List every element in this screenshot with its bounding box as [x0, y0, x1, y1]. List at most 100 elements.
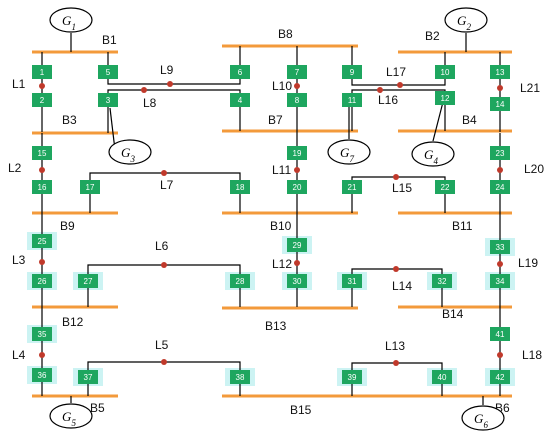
- line-3-4: [107, 89, 241, 100]
- node-10: 10: [435, 65, 455, 79]
- node-22: 22: [435, 180, 455, 194]
- line-label-L11: L11: [272, 163, 291, 177]
- line-label-L3: L3: [12, 253, 26, 267]
- node-label: 9: [350, 68, 355, 77]
- line-label-L5: L5: [155, 338, 169, 352]
- node-label: 21: [348, 183, 357, 192]
- node-box: [78, 274, 98, 288]
- node-label: 22: [441, 183, 450, 192]
- node-29: 29: [287, 238, 307, 252]
- breaker-L17: [397, 82, 403, 88]
- node-label: 34: [496, 277, 505, 286]
- node-3: 3: [98, 93, 118, 107]
- bus-B12-label: B12: [62, 315, 84, 329]
- generator-label: G7: [340, 145, 354, 164]
- node-box: [287, 274, 307, 288]
- node-box: [78, 370, 98, 384]
- node-box: [230, 65, 250, 79]
- node-label: 31: [348, 277, 357, 286]
- node-28: 28: [230, 274, 250, 288]
- bus-B15-label: B15: [290, 403, 312, 417]
- node-label: 15: [38, 149, 47, 158]
- node-box: [32, 146, 52, 160]
- node-2: 2: [32, 93, 52, 107]
- node-27: 27: [78, 274, 98, 288]
- bus-B10-label: B10: [270, 219, 292, 233]
- node-box: [490, 240, 510, 254]
- node-7: 7: [287, 65, 307, 79]
- node-box: [435, 180, 455, 194]
- node-label: 1: [40, 68, 45, 77]
- line-11-12: [351, 89, 446, 100]
- line-label-L8: L8: [143, 96, 157, 110]
- node-box: [342, 93, 362, 107]
- generator-G7: G7: [327, 139, 371, 165]
- node-box: [342, 180, 362, 194]
- generator-label: G1: [62, 13, 76, 32]
- node-label: 2: [40, 96, 45, 105]
- node-label: 32: [438, 277, 447, 286]
- breaker-L1: [39, 83, 45, 89]
- node-40: 40: [432, 370, 452, 384]
- node-label: 41: [496, 330, 505, 339]
- node-32: 32: [432, 274, 452, 288]
- node-38: 38: [230, 370, 250, 384]
- node-17: 17: [80, 180, 100, 194]
- line-label-L21: L21: [520, 81, 540, 95]
- node-6: 6: [230, 65, 250, 79]
- generator-circle: [49, 403, 93, 429]
- generator-G2: G2: [444, 7, 488, 33]
- node-label: 38: [236, 373, 245, 382]
- generator-circle: [461, 405, 505, 431]
- node-4: 4: [230, 93, 250, 107]
- generator-circle: [49, 7, 93, 33]
- node-21: 21: [342, 180, 362, 194]
- node-box: [490, 146, 510, 160]
- line-label-L4: L4: [12, 348, 26, 362]
- node-box: [287, 93, 307, 107]
- generator-G4: G4: [411, 141, 455, 167]
- generator-circle: [444, 7, 488, 33]
- node-label: 36: [38, 371, 47, 380]
- node-box: [435, 65, 455, 79]
- node-5: 5: [98, 65, 118, 79]
- breaker-L6: [161, 262, 167, 268]
- breaker-L4: [39, 352, 45, 358]
- generator-label: G5: [62, 409, 76, 428]
- breaker-L13: [393, 360, 399, 366]
- bus-B5-label: B5: [90, 401, 105, 415]
- breaker-L16: [377, 87, 383, 93]
- node-label: 42: [496, 373, 505, 382]
- breaker-L19: [497, 261, 503, 267]
- node-label: 33: [496, 243, 505, 252]
- breaker-L5: [161, 359, 167, 365]
- node-label: 6: [238, 68, 243, 77]
- bus-B4-label: B4: [462, 113, 477, 127]
- node-box: [287, 180, 307, 194]
- line-label-L9: L9: [160, 63, 174, 77]
- node-label: 29: [293, 241, 302, 250]
- node-box: [342, 370, 362, 384]
- node-18: 18: [230, 180, 250, 194]
- node-label: 12: [441, 94, 450, 103]
- line-label-L12: L12: [272, 257, 292, 271]
- node-box: [230, 370, 250, 384]
- generator-label: G3: [121, 145, 135, 164]
- generator-label: G4: [424, 147, 438, 166]
- node-box: [32, 65, 52, 79]
- node-label: 27: [84, 277, 93, 286]
- node-37: 37: [78, 370, 98, 384]
- generator-label: G2: [457, 13, 471, 32]
- node-box: [342, 65, 362, 79]
- breaker-L12: [294, 260, 300, 266]
- node-label: 14: [496, 100, 505, 109]
- generator-G3: G3: [108, 139, 152, 165]
- node-box: [490, 97, 510, 111]
- node-label: 4: [238, 96, 243, 105]
- node-14: 14: [490, 97, 510, 111]
- node-box: [287, 146, 307, 160]
- node-30: 30: [287, 274, 307, 288]
- node-label: 8: [295, 96, 300, 105]
- node-8: 8: [287, 93, 307, 107]
- bus-B8-label: B8: [278, 27, 293, 41]
